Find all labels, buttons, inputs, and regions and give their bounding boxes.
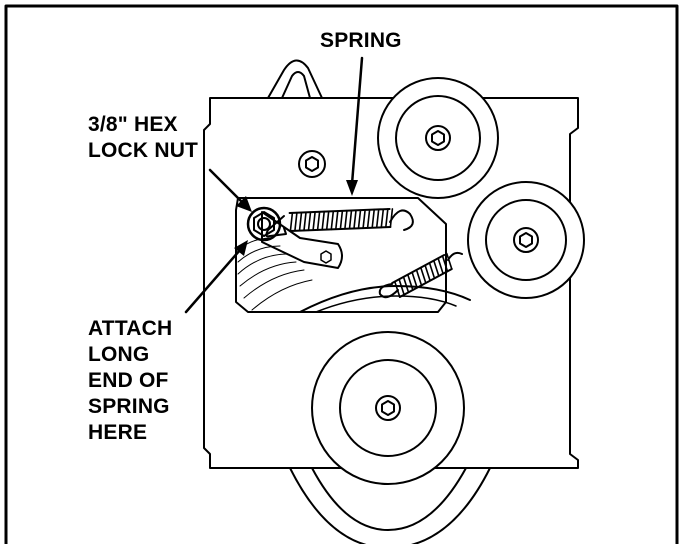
pulley-icon [378, 78, 498, 198]
extension-spring-icon [266, 209, 413, 237]
hex-lock-nut-label-line-1: 3/8" HEX [88, 112, 198, 138]
hex-lock-nut-label-line-2: LOCK NUT [88, 138, 198, 164]
attach-instruction-label: ATTACH LONG END OF SPRING HERE [88, 316, 172, 446]
hex-nut-leader-arrow [210, 170, 252, 212]
mounting-ear [268, 60, 322, 98]
attach-line: END OF [88, 368, 172, 394]
attach-line: SPRING [88, 394, 172, 420]
spring-label: SPRING [320, 28, 402, 54]
attach-line: LONG [88, 342, 172, 368]
extension-spring-icon [380, 253, 462, 297]
pulley-icon [312, 332, 464, 484]
spring-leader-arrow [346, 58, 362, 196]
hex-socket-bolt-icon [321, 251, 331, 263]
attach-line: ATTACH [88, 316, 172, 342]
hex-lock-nut-label: 3/8" HEX LOCK NUT [88, 112, 198, 164]
attach-leader-arrow [186, 240, 248, 312]
pulley-icon [468, 182, 584, 298]
attach-line: HERE [88, 420, 172, 446]
hex-socket-bolt-icon [299, 151, 325, 177]
